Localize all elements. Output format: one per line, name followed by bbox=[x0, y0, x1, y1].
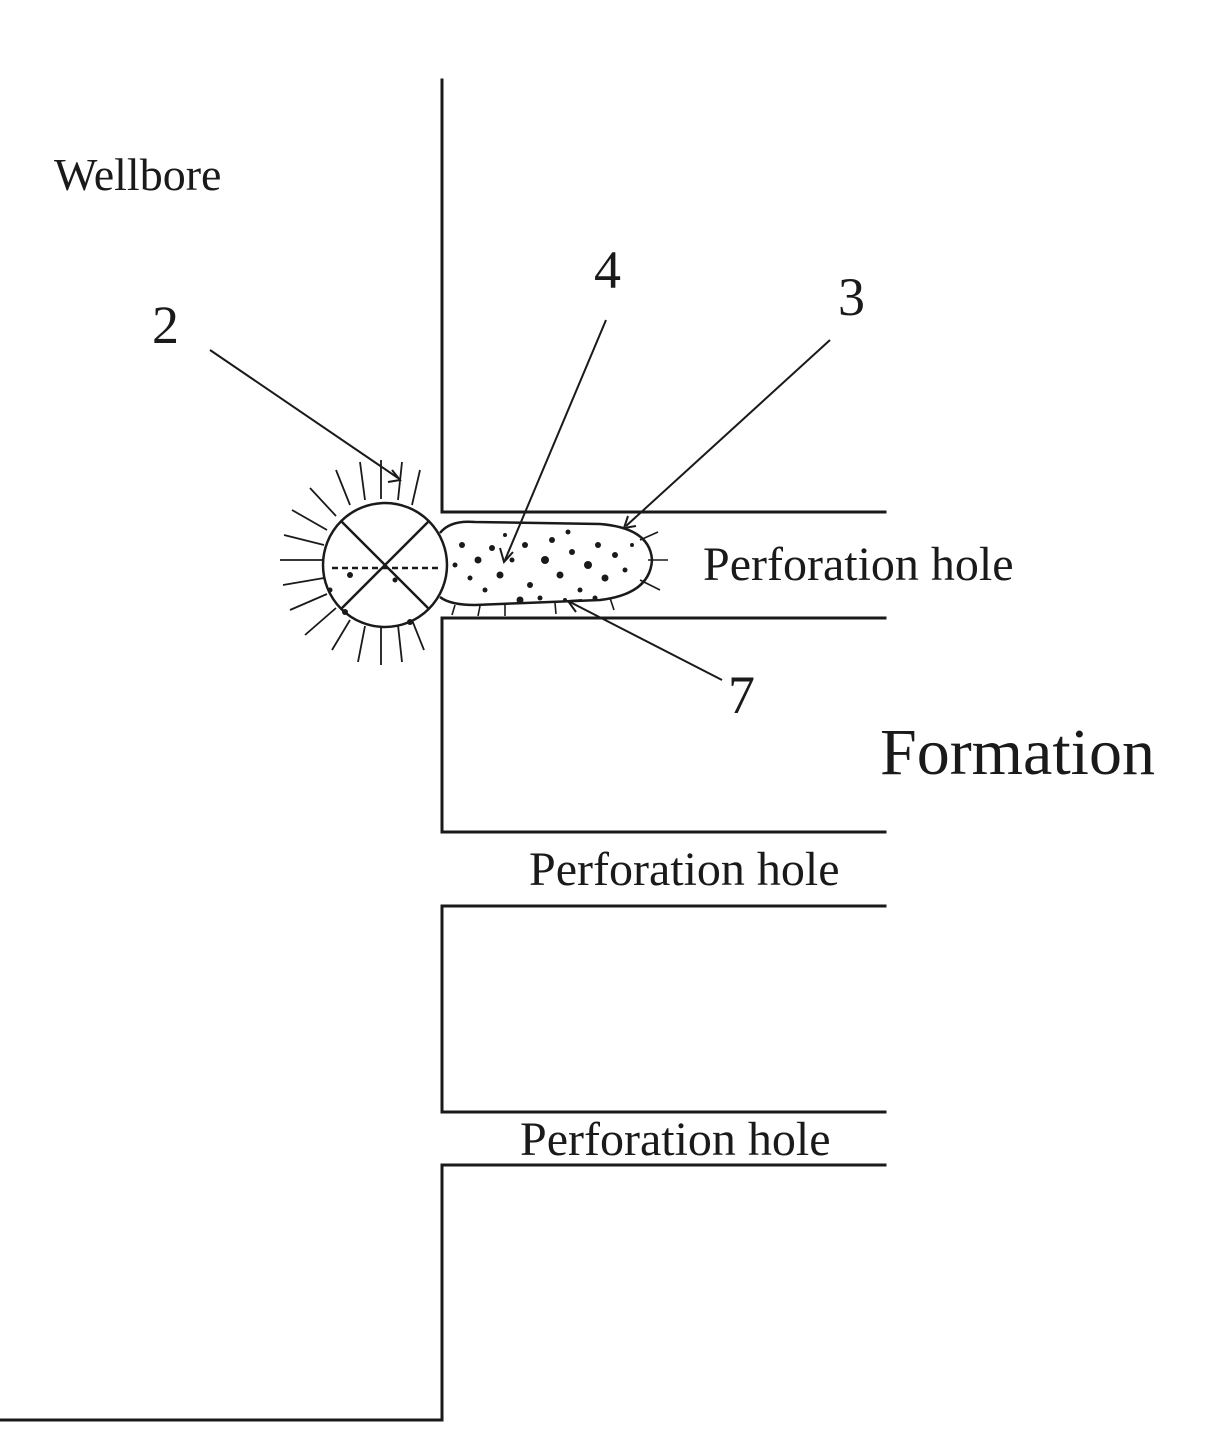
callout-2-label: 2 bbox=[152, 298, 179, 352]
callout-3-leader bbox=[626, 340, 830, 526]
callout-7-label: 7 bbox=[728, 668, 755, 722]
callout-7-leader bbox=[570, 602, 722, 680]
callout-4-label: 4 bbox=[594, 243, 621, 297]
perforation-hole-1-label: Perforation hole bbox=[703, 541, 1014, 589]
wellbore-wall bbox=[0, 80, 442, 1420]
ball-sealer bbox=[280, 460, 447, 665]
wellbore-label: Wellbore bbox=[54, 152, 221, 198]
formation-label: Formation bbox=[880, 720, 1155, 786]
callout-3-label: 3 bbox=[838, 270, 865, 324]
ball-sealer-fibres bbox=[280, 460, 424, 665]
plugging-body bbox=[328, 522, 669, 625]
perforation-hole-3-label: Perforation hole bbox=[520, 1116, 831, 1164]
perforation-hole-2-label: Perforation hole bbox=[529, 846, 840, 894]
callout-2-leader bbox=[210, 350, 398, 478]
